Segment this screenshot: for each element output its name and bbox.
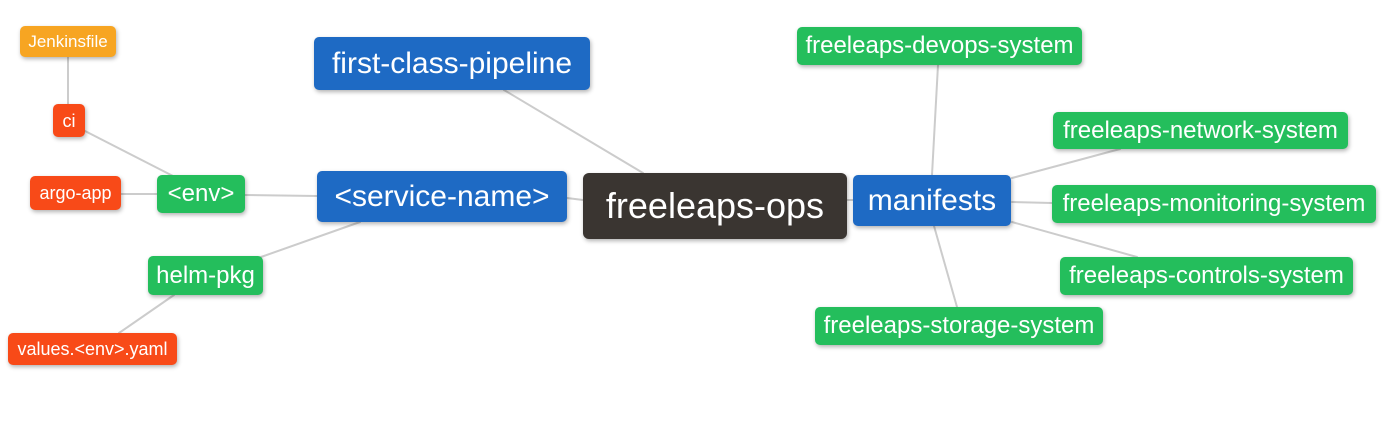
edge-manifests-to-freeleaps-monitoring-system xyxy=(1011,201,1053,204)
node-jenkinsfile[interactable]: Jenkinsfile xyxy=(20,26,116,57)
node-argo-app[interactable]: argo-app xyxy=(30,176,121,210)
node-manifests[interactable]: manifests xyxy=(853,175,1011,226)
node-values-env-yaml[interactable]: values.<env>.yaml xyxy=(8,333,177,365)
edge-manifests-to-freeleaps-network-system xyxy=(1011,148,1121,179)
edge-manifests-to-freeleaps-controls-system xyxy=(1011,221,1138,258)
node-first-class-pipeline[interactable]: first-class-pipeline xyxy=(314,37,590,90)
node-env[interactable]: <env> xyxy=(157,175,245,213)
edge-first-class-pipeline-to-freeleaps-ops xyxy=(503,89,644,174)
edge-helm-pkg-to-values-env-yaml xyxy=(118,294,175,334)
node-freeleaps-storage-system[interactable]: freeleaps-storage-system xyxy=(815,307,1103,345)
edge-manifests-to-freeleaps-devops-system xyxy=(931,64,939,176)
node-freeleaps-controls-system[interactable]: freeleaps-controls-system xyxy=(1060,257,1353,295)
node-freeleaps-devops-system[interactable]: freeleaps-devops-system xyxy=(797,27,1082,65)
edge-manifests-to-freeleaps-storage-system xyxy=(933,225,958,308)
edge-env-to-service-name xyxy=(244,194,318,197)
node-freeleaps-monitoring-system[interactable]: freeleaps-monitoring-system xyxy=(1052,185,1376,223)
node-ci[interactable]: ci xyxy=(53,104,85,137)
node-freeleaps-network-system[interactable]: freeleaps-network-system xyxy=(1053,112,1348,149)
edge-service-name-to-freeleaps-ops xyxy=(566,197,584,201)
edge-ci-to-env xyxy=(84,130,174,177)
node-freeleaps-ops[interactable]: freeleaps-ops xyxy=(583,173,847,239)
node-service-name[interactable]: <service-name> xyxy=(317,171,567,222)
node-helm-pkg[interactable]: helm-pkg xyxy=(148,256,263,295)
edge-service-name-to-helm-pkg xyxy=(260,221,361,258)
